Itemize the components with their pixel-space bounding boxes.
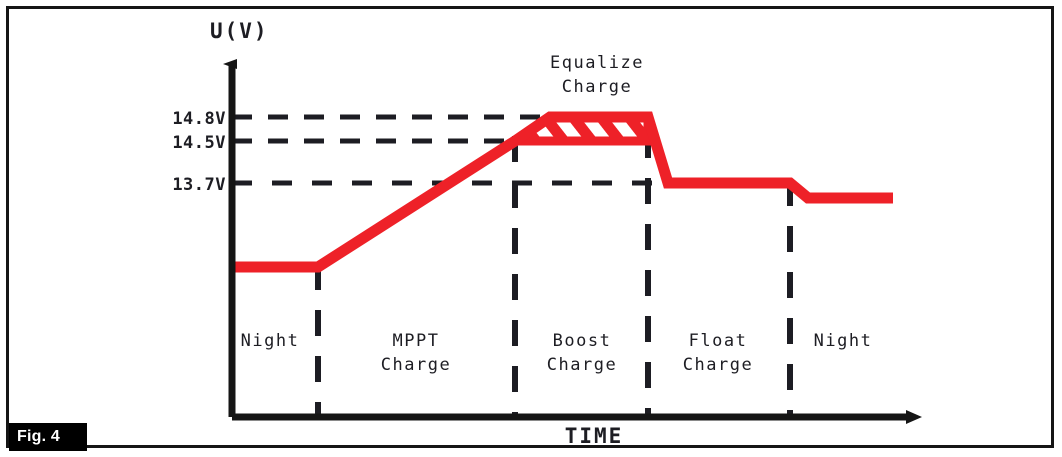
figure-tag: Fig. 4 [9,423,87,451]
phase-label-float-line1: Float [689,331,748,351]
x-axis-title: TIME [565,424,624,448]
phase-label-boost-line1: Boost [553,331,612,351]
phase-label-mppt-line1: MPPT [393,331,440,351]
y-axis-title: U(V) [210,19,269,43]
phase-dividers [315,132,793,417]
phase-labels: Night MPPT Charge Boost Charge Float Cha… [241,331,873,375]
phase-label-float-line2: Charge [683,355,753,375]
equalize-charge-annotation: Equalize Charge [550,53,644,97]
phase-label-mppt-line2: Charge [381,355,451,375]
y-tick-label-13-7v: 13.7V [172,175,226,195]
equalize-annotation-line2: Charge [562,77,632,97]
y-tick-labels: 14.8V 14.5V 13.7V [172,109,226,195]
phase-label-night-start: Night [241,331,300,351]
y-tick-label-14-5v: 14.5V [172,133,226,153]
battery-voltage-curve [232,111,893,273]
phase-label-boost-line2: Charge [547,355,617,375]
y-tick-label-14-8v: 14.8V [172,109,226,129]
phase-label-night-end: Night [814,331,873,351]
chart-axes [223,59,922,424]
equalize-annotation-line1: Equalize [550,53,644,73]
